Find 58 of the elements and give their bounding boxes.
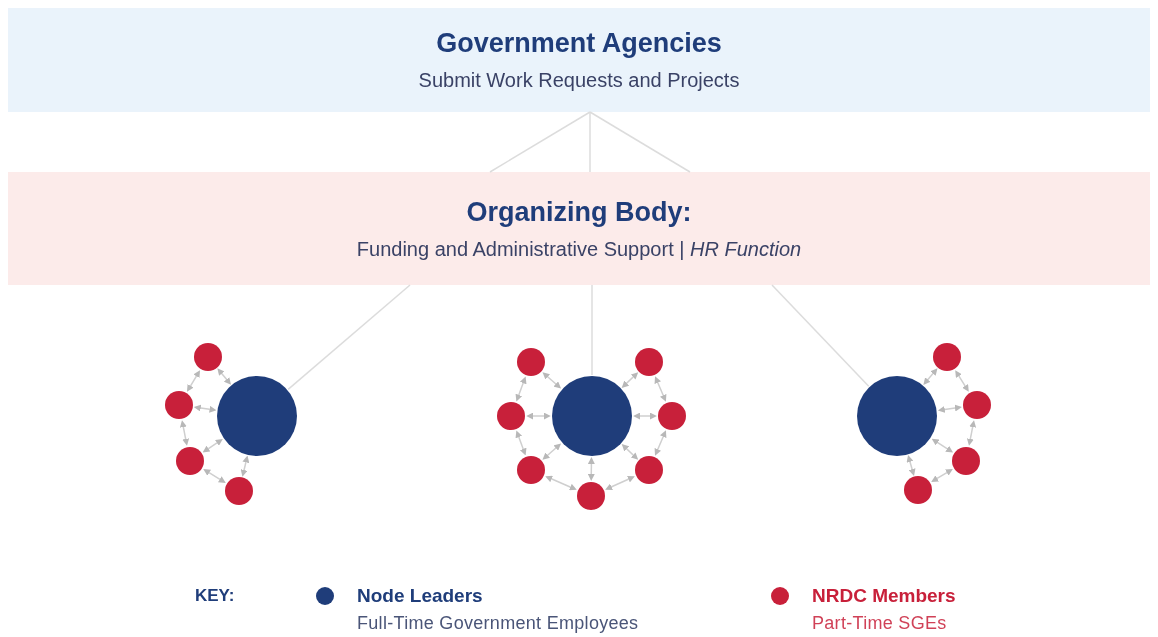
double-arrow — [955, 370, 969, 392]
double-arrow — [542, 443, 562, 460]
subheading: Submit Work Requests and Projects — [418, 69, 740, 92]
legend-title: NRDC Members — [812, 585, 956, 607]
double-arrow — [515, 430, 527, 456]
double-arrow — [931, 468, 953, 483]
double-arrow — [633, 412, 657, 420]
double-arrow — [937, 404, 962, 413]
double-arrow — [203, 469, 226, 483]
member-circle — [497, 402, 525, 430]
double-arrow — [240, 455, 250, 477]
legend-description: Full-Time Government Employees — [357, 613, 639, 634]
double-arrow — [515, 376, 527, 402]
double-arrow — [526, 412, 551, 420]
double-arrow — [654, 430, 667, 456]
member-circle — [517, 456, 545, 484]
legend-title: Node Leaders — [357, 585, 483, 607]
double-arrow — [923, 368, 938, 385]
legend-description: Part-Time SGEs — [812, 613, 947, 634]
double-arrow — [202, 438, 223, 453]
double-arrow — [193, 404, 217, 413]
key-heading: KEY: — [195, 586, 235, 606]
double-arrow — [654, 376, 667, 402]
leader-circle — [217, 376, 297, 456]
double-arrow — [217, 368, 232, 385]
subheading: Funding and Administrative Support | HR Function — [356, 237, 802, 261]
connector-line — [589, 111, 691, 173]
double-arrow — [621, 444, 639, 460]
member-circle — [165, 391, 193, 419]
member-circle — [963, 391, 991, 419]
double-arrow — [587, 457, 595, 481]
member-circle — [176, 447, 204, 475]
banner-band — [8, 8, 1150, 112]
connector-line — [489, 111, 591, 173]
connector-line — [287, 284, 411, 391]
double-arrow — [966, 420, 977, 446]
member-circle — [517, 348, 545, 376]
member-circle — [635, 348, 663, 376]
connector-line — [771, 284, 870, 388]
double-arrow — [542, 372, 562, 389]
member-circle — [225, 477, 253, 505]
double-arrow — [621, 372, 639, 388]
member-circle — [933, 343, 961, 371]
heading: Government Agencies — [436, 28, 722, 59]
member-circle — [658, 402, 686, 430]
member-circle — [952, 447, 980, 475]
member-circle — [635, 456, 663, 484]
double-arrow — [545, 475, 577, 491]
heading: Organizing Body: — [466, 196, 692, 228]
member-circle — [194, 343, 222, 371]
banner-band — [8, 172, 1150, 285]
double-arrow — [179, 420, 190, 446]
double-arrow — [186, 370, 201, 392]
member-circle — [577, 482, 605, 510]
double-arrow — [906, 455, 916, 476]
double-arrow — [605, 476, 635, 490]
double-arrow — [931, 438, 954, 453]
member-circle — [904, 476, 932, 504]
